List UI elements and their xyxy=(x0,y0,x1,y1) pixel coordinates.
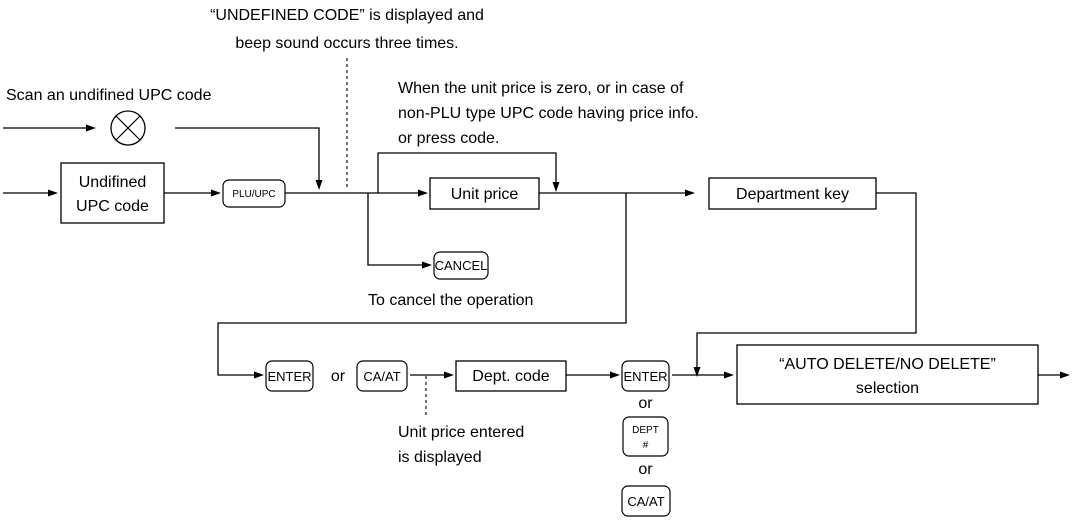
unit-price-label: Unit price xyxy=(451,186,519,203)
ca-at-key-2-label: CA/AT xyxy=(627,494,664,509)
or-connector-2: or xyxy=(638,395,653,412)
undefined-code-note-line2: beep sound occurs three times. xyxy=(235,35,458,52)
cancel-branch-line xyxy=(367,193,432,269)
ca-at-to-dept-code-arrow xyxy=(410,371,454,379)
undefined-upc-code-box xyxy=(60,162,165,224)
undefined-upc-code-label-line2: UPC code xyxy=(76,198,149,215)
enter-key-2[interactable] xyxy=(621,360,670,392)
dept-hash-key-label-line1: DEPT xyxy=(632,425,659,436)
unit-price-to-lower-row-line xyxy=(217,193,627,379)
undefined-upc-code-label-line1: Undifined xyxy=(79,174,147,191)
scan-to-merge-line xyxy=(175,127,323,190)
scan-label: Scan an undifined UPC code xyxy=(6,87,212,104)
zero-price-note-line1: When the unit price is zero, or in case … xyxy=(398,80,684,97)
zero-price-note-line3: or press code. xyxy=(398,130,499,147)
exit-arrow xyxy=(1038,371,1070,379)
or-connector-1: or xyxy=(331,368,346,385)
zero-price-note-line2: non-PLU type UPC code having price info. xyxy=(398,105,699,122)
enter-to-auto-delete-arrow xyxy=(672,371,734,379)
department-key-box xyxy=(708,177,877,210)
ca-at-key-2[interactable] xyxy=(621,485,671,517)
box-to-plu-arrow xyxy=(164,189,221,197)
entry-arrow xyxy=(3,189,58,197)
plu-upc-key-label: PLU/UPC xyxy=(232,189,275,200)
zero-price-bypass-line xyxy=(377,152,560,193)
plu-to-unit-price-line xyxy=(285,189,428,197)
enter-key-label: ENTER xyxy=(267,369,311,384)
scan-arrow xyxy=(3,124,96,132)
ca-at-key-label: CA/AT xyxy=(363,369,400,384)
dept-hash-key[interactable] xyxy=(622,416,669,457)
cancel-note: To cancel the operation xyxy=(368,292,533,309)
unit-price-to-department-line xyxy=(539,189,695,197)
auto-delete-label-line2: selection xyxy=(856,380,919,397)
enter-key-2-label: ENTER xyxy=(623,369,667,384)
unit-price-displayed-note-line2: is displayed xyxy=(398,449,482,466)
auto-delete-selection-box xyxy=(736,344,1039,405)
enter-key[interactable] xyxy=(265,360,314,392)
undefined-code-note-line1: “UNDEFINED CODE” is displayed and xyxy=(210,7,484,24)
dept-code-to-enter-arrow xyxy=(566,371,620,379)
ca-at-key[interactable] xyxy=(356,360,408,392)
scanner-icon xyxy=(110,110,146,146)
department-to-auto-delete-line xyxy=(693,192,917,377)
cancel-key-label: CANCEL xyxy=(435,258,488,273)
or-connector-3: or xyxy=(638,461,653,478)
unit-price-displayed-note-line1: Unit price entered xyxy=(398,424,524,441)
dept-hash-key-label-line2: # xyxy=(643,440,649,451)
auto-delete-label-line1: “AUTO DELETE/NO DELETE” xyxy=(779,356,996,373)
dept-code-label: Dept. code xyxy=(472,368,549,385)
dept-code-box xyxy=(455,360,567,392)
department-key-label: Department key xyxy=(736,186,849,203)
cancel-key[interactable] xyxy=(433,251,489,280)
